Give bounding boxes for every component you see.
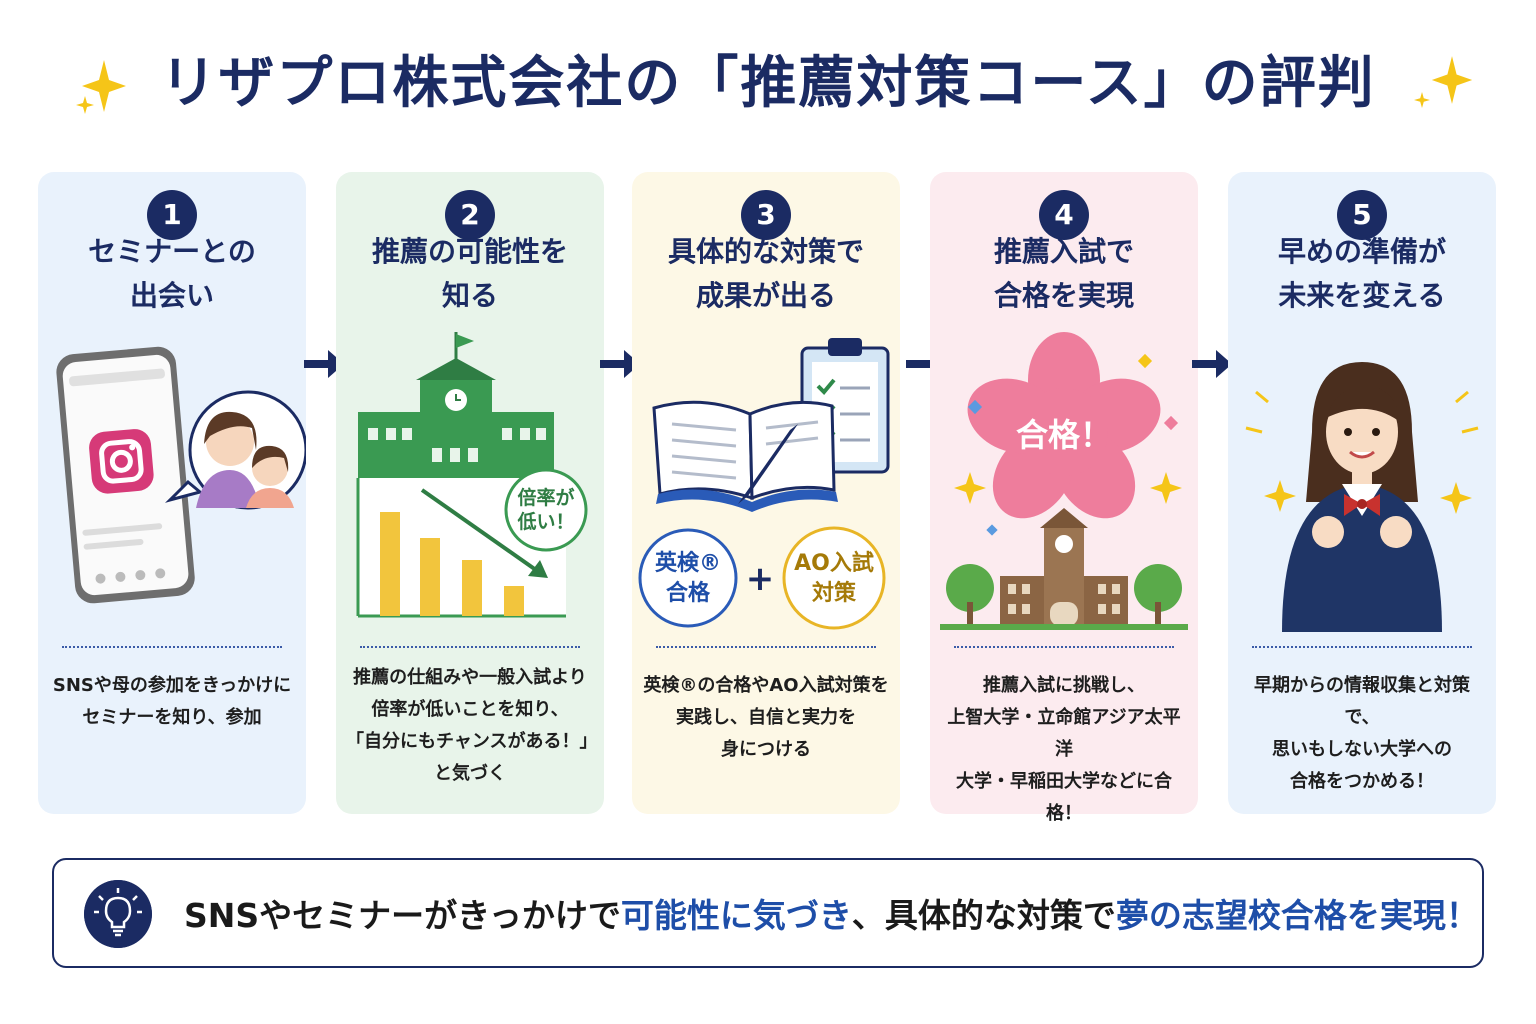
- svg-text:AO入試: AO入試: [794, 550, 874, 576]
- svg-text:対策: 対策: [812, 580, 857, 606]
- step-number: 4: [1039, 190, 1089, 240]
- svg-text:合格: 合格: [666, 580, 711, 606]
- sparkle-icon: [76, 96, 94, 114]
- badge-text: 倍率が: [517, 486, 574, 509]
- step-description: 推薦の仕組みや一般入試より 倍率が低いことを知り、 「自分にもチャンスがある！」…: [346, 667, 598, 784]
- svg-text:+: +: [746, 559, 775, 599]
- badge-text: 低い！: [516, 510, 574, 533]
- step-description: 英検®の合格やAO入試対策を 実践し、自信と実力を 身につける: [643, 675, 889, 760]
- summary-message: SNSやセミナーがきっかけで可能性に気づき、具体的な対策で夢の志望校合格を実現！: [184, 896, 1479, 935]
- cherry-blossom-icon: 合格！: [940, 332, 1188, 630]
- arrow-right-icon: [304, 350, 344, 378]
- step-heading: 具体的な対策で 成果が出る: [667, 235, 864, 312]
- step-heading-line: 出会い: [129, 279, 214, 312]
- sparkle-icon: [1431, 56, 1473, 104]
- step-heading: 早めの準備が 未来を変える: [1277, 235, 1446, 312]
- open-book-icon: [652, 400, 754, 501]
- university-building-icon: [1000, 508, 1128, 626]
- school-building-icon: 倍率が 低い！: [356, 332, 588, 618]
- page-title: リザプロ株式会社の「推薦対策コース」の評判: [160, 51, 1376, 116]
- step-card-2: 2 推薦の可能性を 知る 倍率が 低い！ 推薦の仕組みや一般入試より: [336, 172, 604, 814]
- step-card-4: 4 推薦入試で 合格を実現 合格！: [930, 172, 1198, 824]
- sparkle-icon: [1414, 92, 1430, 108]
- pass-text: 合格！: [1016, 416, 1112, 454]
- step-heading-line: セミナーとの: [88, 235, 256, 268]
- step-description: SNSや母の参加をきっかけに セミナーを知り、参加: [52, 675, 292, 728]
- pen-icon: [738, 424, 798, 504]
- student-girl-icon: [1245, 362, 1479, 632]
- study-materials-icon: 英検® 合格 + AO入試 対策: [638, 338, 890, 630]
- step-card-5: 5 早めの準備が 未来を変える 早期からの情報収集と対策で、 思いもしない大学へ…: [1228, 172, 1496, 814]
- smartphone-icon: [56, 346, 306, 604]
- step-number: 1: [147, 190, 197, 240]
- step-description: 早期からの情報収集と対策で、 思いもしない大学への 合格をつかめる！: [1254, 675, 1470, 792]
- step-card-3: 3 具体的な対策で 成果が出る 英検® 合格 + AO入試 対策 英検®の合格や: [632, 172, 900, 814]
- step-number: 3: [741, 190, 791, 240]
- step-description: 推薦入試に挑戦し、 上智大学・立命館アジア太平洋 大学・早稲田大学などに合格！: [947, 675, 1181, 824]
- tree-icon: [946, 564, 1182, 626]
- divider: [360, 646, 580, 648]
- step-heading: 推薦入試で 合格を実現: [993, 235, 1134, 312]
- divider: [656, 646, 876, 648]
- divider: [1252, 646, 1472, 648]
- lightbulb-icon: [84, 880, 152, 948]
- step-heading: 推薦の可能性を 知る: [371, 235, 568, 312]
- step-number: 5: [1337, 190, 1387, 240]
- step-card-1: 1 セミナーとの 出会い SNSや母の参加をきっかけに セミナーを知り、参加: [38, 172, 306, 814]
- step-heading: セミナーとの 出会い: [38, 230, 306, 318]
- svg-text:英検®: 英検®: [655, 551, 721, 576]
- summary-box: SNSやセミナーがきっかけで可能性に気づき、具体的な対策で夢の志望校合格を実現！: [52, 858, 1484, 968]
- divider: [62, 646, 282, 648]
- arrow-right-icon: [1192, 350, 1232, 378]
- divider: [954, 646, 1174, 648]
- step-number: 2: [445, 190, 495, 240]
- arrow-right-icon: [600, 350, 640, 378]
- sparkle-icon: [82, 60, 126, 112]
